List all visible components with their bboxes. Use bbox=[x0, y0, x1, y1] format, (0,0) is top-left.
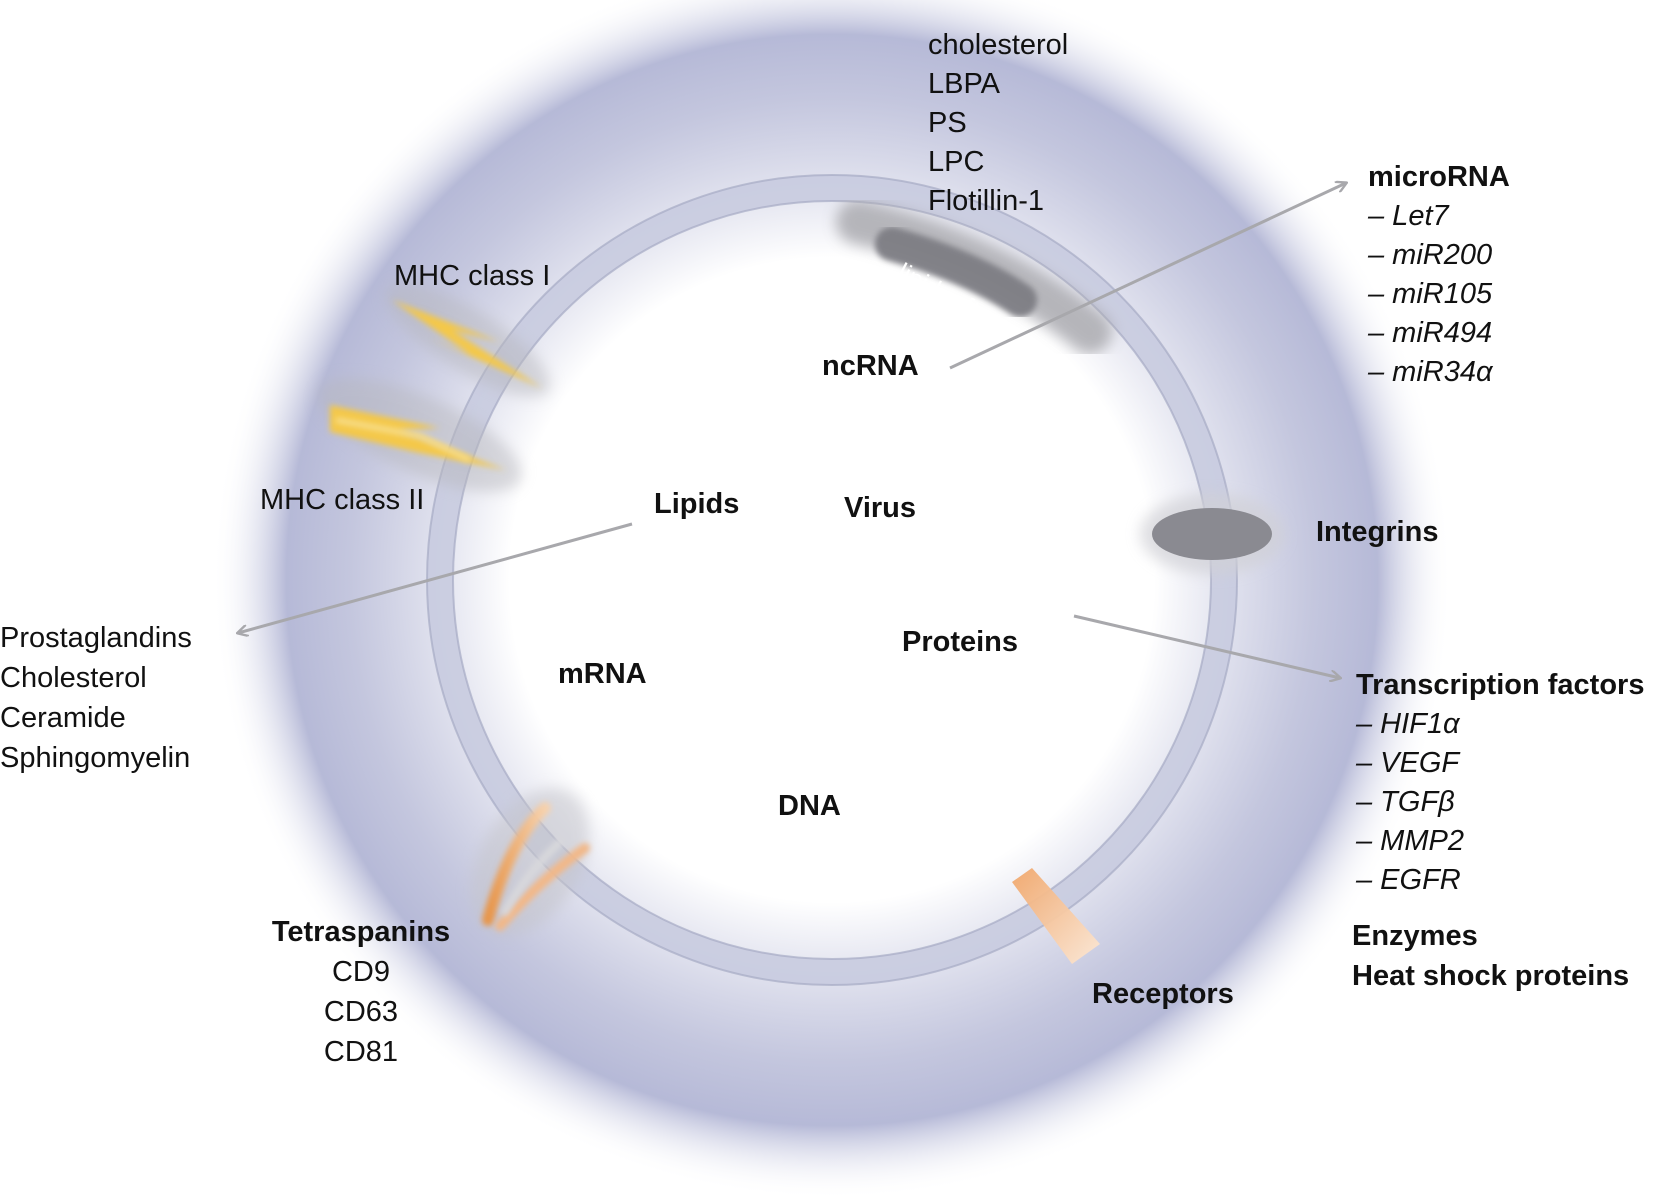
tetraspanin-item: CD9 bbox=[331, 956, 390, 988]
lipid-item: Sphingomyelin bbox=[0, 742, 191, 774]
vesicle-membrane bbox=[427, 175, 1237, 985]
tetraspanins-title: Tetraspanins bbox=[271, 916, 451, 948]
mhc-class-2-label: MHC class II bbox=[260, 484, 425, 516]
mrna-label: mRNA bbox=[558, 658, 647, 690]
transcription-factor-item: – MMP2 bbox=[1356, 825, 1464, 857]
membrane-inner-line bbox=[452, 200, 1212, 960]
microrna-item: – miR34α bbox=[1368, 356, 1493, 388]
proteins-arrow bbox=[1073, 614, 1340, 678]
tetraspanin-molecule bbox=[471, 788, 590, 936]
raft-component: LBPA bbox=[928, 68, 1001, 100]
integrins-label: Integrins bbox=[1316, 516, 1439, 548]
transcription-factor-item: – VEGF bbox=[1356, 747, 1460, 779]
proteins-label: Proteins bbox=[902, 626, 1019, 658]
transcription-factors-title: Transcription factors bbox=[1356, 669, 1645, 701]
raft-component: Flotillin-1 bbox=[928, 185, 1045, 217]
ncrna-label: ncRNA bbox=[822, 350, 919, 382]
microrna-list: microRNA – Let7 – miR200 – miR105 – miR4… bbox=[1368, 158, 1510, 392]
mhc-class-1-molecule bbox=[385, 283, 551, 397]
lipids-arrow bbox=[238, 522, 633, 633]
mhc-class-2-molecule bbox=[318, 378, 522, 492]
microrna-arrow bbox=[949, 183, 1346, 370]
microrna-item: – miR494 bbox=[1368, 317, 1493, 349]
raft-component: PS bbox=[928, 107, 967, 139]
microrna-item: – miR105 bbox=[1368, 278, 1493, 310]
lipid-item: Prostaglandins bbox=[0, 622, 192, 654]
raft-component: cholesterol bbox=[928, 29, 1069, 61]
lipid-item: Ceramide bbox=[0, 702, 126, 734]
tetraspanin-item: CD63 bbox=[323, 996, 399, 1028]
enzymes-label: Enzymes bbox=[1352, 920, 1478, 952]
virus-label: Virus bbox=[844, 492, 917, 524]
integrin-molecule bbox=[1140, 494, 1284, 574]
tetraspanins-list: Tetraspanins CD9 CD63 CD81 bbox=[256, 912, 466, 1072]
mhc-class-1-label: MHC class I bbox=[394, 260, 551, 292]
dna-label: DNA bbox=[778, 790, 841, 822]
transcription-factor-item: – EGFR bbox=[1356, 864, 1461, 896]
lipid-list: Prostaglandins Cholesterol Ceramide Sphi… bbox=[0, 618, 192, 778]
microrna-title: microRNA bbox=[1368, 161, 1510, 193]
raft-component: LPC bbox=[928, 146, 985, 178]
lipid-item: Cholesterol bbox=[0, 662, 147, 694]
receptor-molecule bbox=[1012, 868, 1100, 964]
transcription-factor-item: – TGFβ bbox=[1356, 786, 1455, 818]
receptors-label: Receptors bbox=[1092, 978, 1234, 1010]
raft-components-list: cholesterol LBPA PS LPC Flotillin-1 bbox=[928, 26, 1068, 221]
microrna-item: – Let7 bbox=[1368, 200, 1449, 232]
other-proteins-list: Enzymes Heat shock proteins bbox=[1352, 916, 1629, 996]
transcription-factors-list: Transcription factors – HIF1α – VEGF – T… bbox=[1356, 666, 1644, 900]
lipids-label: Lipids bbox=[654, 488, 740, 520]
transcription-factor-item: – HIF1α bbox=[1356, 708, 1460, 740]
microrna-item: – miR200 bbox=[1368, 239, 1493, 271]
lipid-raft bbox=[836, 200, 1112, 354]
tetraspanin-item: CD81 bbox=[323, 1036, 399, 1068]
heat-shock-proteins-label: Heat shock proteins bbox=[1352, 960, 1630, 992]
